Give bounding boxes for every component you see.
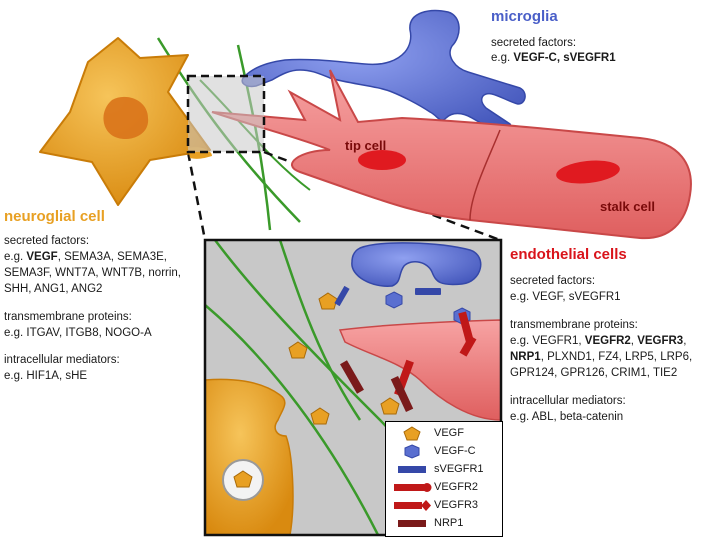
endothelial-cells-shape [211,69,692,240]
neuroglial-secreted-line3: SHH, ANG1, ANG2 [4,283,103,295]
neuroglial-cell-shape [39,37,212,206]
microglia-secreted-heading: secreted factors: [491,37,577,49]
vegfr3-receptor-icon [394,500,431,511]
endothelial-transmembrane-line2: NRP1, PLXND1, FZ4, LRP5, LRP6, [510,351,693,363]
legend-label-vegfr2: VEGFR2 [434,481,479,493]
endothelial-secreted-heading: secreted factors: [510,275,596,287]
vegf-pentagon-icon [403,426,421,441]
legend-label-vegf: VEGF [434,427,464,439]
legend-row-vegfr2: VEGFR2 [386,480,502,495]
microglia-shape [241,9,526,136]
neuroglial-title: neuroglial cell [4,208,105,225]
endothelial-intracellular-line1: e.g. ABL, beta-catenin [510,411,624,423]
endothelial-transmembrane-line1: e.g. VEGFR1, VEGFR2, VEGFR3, [510,335,687,347]
neuroglial-transmembrane-heading: transmembrane proteins: [4,311,132,323]
stalk-cell-label: stalk cell [600,199,655,214]
legend-label-nrp1: NRP1 [434,517,464,529]
tip-cell-label: tip cell [345,138,387,153]
zoom-source-box [186,74,266,154]
neuroglial-transmembrane-line1: e.g. ITGAV, ITGB8, NOGO-A [4,327,152,339]
endothelial-title: endothelial cells [510,246,627,263]
microglia-secreted-list: e.g. VEGF-C, sVEGFR1 [491,52,616,64]
neuroglial-secreted-line2: SEMA3F, WNT7A, WNT7B, norrin, [4,267,182,279]
microglia-title: microglia [491,8,558,25]
neuroglial-secreted-line1: e.g. VEGF, SEMA3A, SEMA3E, [4,251,167,263]
vegfc-hexagon-icon [404,444,420,459]
legend-label-vegfc: VEGF-C [434,445,476,457]
nrp1-bar-icon [398,520,426,527]
neuroglial-secreted-heading: secreted factors: [4,235,90,247]
endothelial-transmembrane-line3: GPR124, GPR126, CRIM1, TIE2 [510,367,678,379]
vegfr2-receptor-icon [394,483,432,492]
legend-row-vegfr3: VEGFR3 [386,498,502,513]
neuroglial-intracellular-heading: intracellular mediators: [4,354,120,366]
legend-row-svegfr1: sVEGFR1 [386,462,502,477]
neuroglial-intracellular-line1: e.g. HIF1A, sHE [4,370,88,382]
zoom-line-left [186,151,207,241]
legend-row-nrp1: NRP1 [386,516,502,531]
endothelial-intracellular-heading: intracellular mediators: [510,395,626,407]
legend-row-vegfc: VEGF-C [386,444,502,459]
legend-box: VEGF VEGF-C sVEGFR1 VEGFR2 VEGFR3 NRP1 [385,421,503,537]
svegfr1-bar-icon [398,466,426,473]
endothelial-secreted-line1: e.g. VEGF, sVEGFR1 [510,291,621,303]
legend-label-svegfr1: sVEGFR1 [434,463,484,475]
endothelial-transmembrane-heading: transmembrane proteins: [510,319,638,331]
legend-label-vegfr3: VEGFR3 [434,499,479,511]
legend-row-vegf: VEGF [386,426,502,441]
